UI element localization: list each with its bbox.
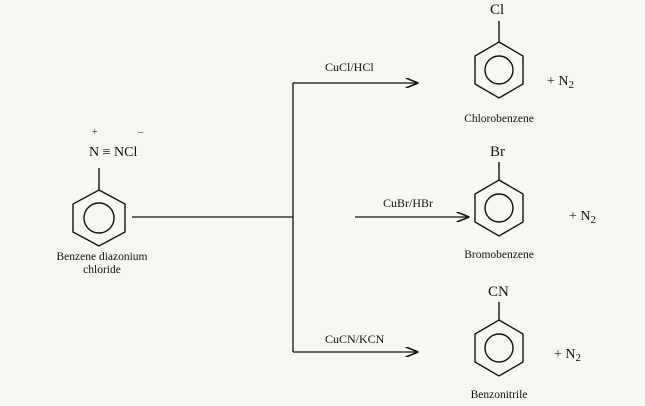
byproduct-n2-2: + N2 [569, 209, 596, 226]
byproduct-text: + N [569, 209, 591, 224]
reactant-name-line2: chloride [83, 264, 121, 276]
byproduct-subscript: 2 [568, 79, 575, 91]
byproduct-text: + N [547, 74, 569, 89]
byproduct-n2-1: + N2 [547, 74, 574, 91]
reactant-benzene-ring [72, 168, 126, 247]
substituent-cn: CN [488, 284, 509, 300]
substituent-cl: Cl [490, 2, 505, 18]
byproduct-subscript: 2 [575, 352, 582, 364]
chlorobenzene-ring [474, 21, 524, 99]
substituent-br: Br [490, 144, 505, 160]
charge-plus: + [92, 127, 98, 138]
benzonitrile-ring [474, 302, 524, 377]
reactant-name: Benzene diazonium chloride [38, 251, 166, 277]
reagent-cucl-hcl: CuCl/HCl [325, 60, 374, 74]
byproduct-subscript: 2 [590, 214, 597, 226]
reagent-cucn-kcn: CuCN/KCN [325, 332, 385, 346]
branch-connector [132, 83, 468, 352]
product-benzonitrile: Benzonitrile [470, 389, 528, 401]
product-bromobenzene: Bromobenzene [464, 249, 534, 261]
reagent-cubr-hbr: CuBr/HBr [383, 196, 434, 210]
byproduct-n2-3: + N2 [554, 347, 581, 364]
bromobenzene-ring [474, 162, 524, 237]
charge-minus: – [138, 127, 143, 138]
reactant-name-line1: Benzene diazonium [56, 251, 148, 263]
product-chlorobenzene: Chlorobenzene [464, 113, 534, 125]
diazonium-group-label: N ≡ NCl [89, 145, 138, 160]
byproduct-text: + N [554, 347, 576, 362]
